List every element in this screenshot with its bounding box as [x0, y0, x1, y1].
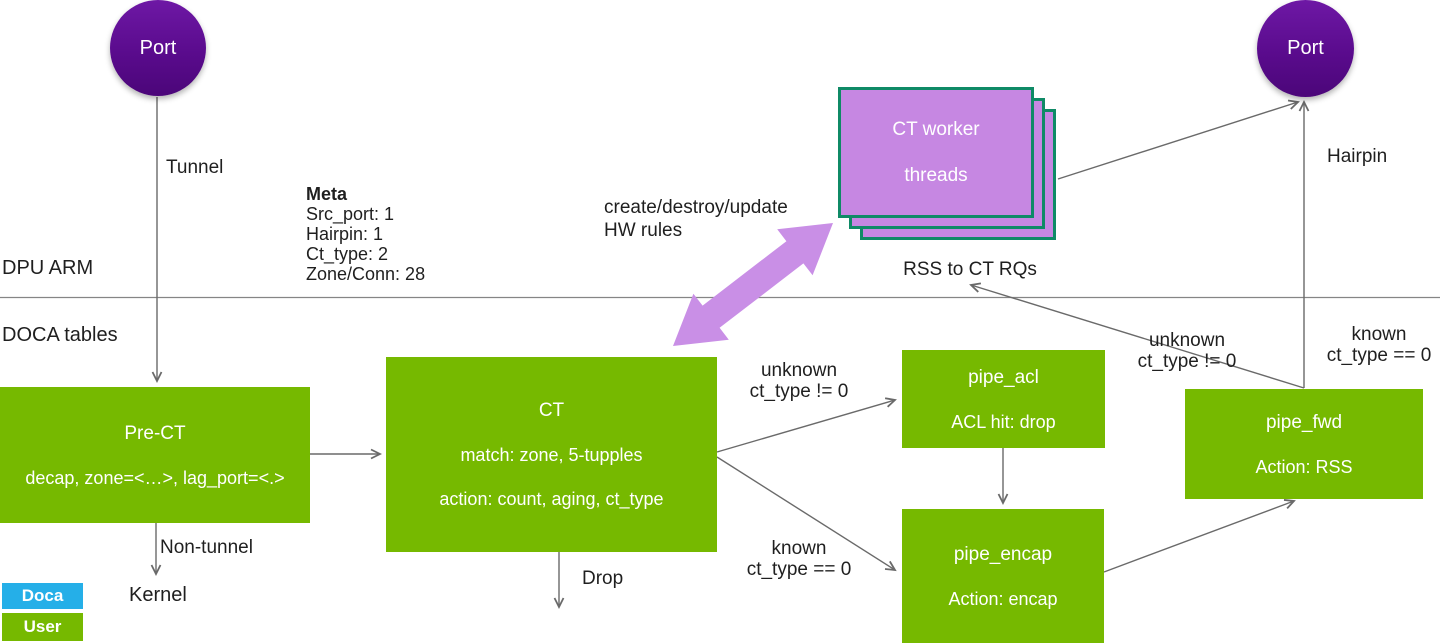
unknown-fwd-rss-line1: unknown [1148, 330, 1226, 351]
ct-worker-threads-node: CT worker threads [838, 87, 1034, 218]
dpu-arm-zone-label: DPU ARM [2, 257, 94, 279]
meta-row-src-port: Src_port: 1 [306, 204, 395, 224]
port-right-label: Port [1287, 37, 1324, 59]
pre-ct-subtitle: decap, zone=<…>, lag_port=<.> [25, 467, 285, 488]
ct-workers-line1: CT worker [892, 119, 980, 140]
edge-pipe-fwd-to-rss [969, 282, 1305, 389]
rss-to-ct-rqs-label: RSS to CT RQs [903, 259, 1037, 280]
pipe-encap-title: pipe_encap [953, 543, 1053, 565]
port-node-left: Port [110, 0, 206, 96]
ct-workers-line2: threads [904, 165, 968, 186]
meta-row-hairpin: Hairpin: 1 [306, 224, 384, 244]
ct-match-line: match: zone, 5-tupples [460, 445, 643, 465]
legend-user: User [2, 613, 83, 641]
pipe-fwd-node: pipe_fwd Action: RSS [1185, 389, 1423, 499]
kernel-label: Kernel [129, 584, 187, 606]
unknown-ct-acl-line2: ct_type != 0 [749, 381, 849, 402]
legend-doca: Doca [2, 583, 83, 609]
known-cttype-label-ct-to-encap: known ct_type == 0 [731, 538, 867, 580]
pipe-fwd-title: pipe_fwd [1265, 411, 1343, 433]
hw-rules-line1: create/destroy/update [604, 197, 788, 218]
known-ct-encap-line2: ct_type == 0 [746, 559, 852, 580]
meta-row-zone-conn: Zone/Conn: 28 [306, 264, 426, 284]
port-left-label: Port [139, 36, 177, 59]
pipe-acl-subtitle: ACL hit: drop [951, 411, 1056, 432]
drop-edge-label: Drop [582, 568, 624, 589]
ct-action-line: action: count, aging, ct_type [439, 489, 664, 509]
edge-ct-to-pipe-encap [716, 456, 897, 572]
pipe-encap-node: pipe_encap Action: encap [902, 509, 1104, 643]
hw-rules-line2: HW rules [604, 220, 683, 241]
meta-annotation: Meta Src_port: 1 Hairpin: 1 Ct_type: 2 Z… [306, 184, 425, 284]
edge-pipe-encap-to-pipe-fwd [1103, 499, 1296, 573]
pipe-acl-node: pipe_acl ACL hit: drop [902, 350, 1105, 448]
doca-tables-zone-label: DOCA tables [2, 324, 118, 346]
unknown-cttype-label-ct-to-acl: unknown ct_type != 0 [731, 360, 867, 402]
ct-node: CT match: zone, 5-tupples action: count,… [386, 357, 717, 552]
tunnel-edge-label: Tunnel [166, 157, 224, 178]
hairpin-edge-label: Hairpin [1327, 146, 1388, 167]
pipe-acl-title: pipe_acl [968, 366, 1039, 388]
unknown-ct-acl-line1: unknown [760, 360, 838, 381]
meta-title: Meta [306, 184, 348, 204]
pipe-encap-subtitle: Action: encap [948, 588, 1058, 609]
unknown-cttype-label-fwd-to-rss: unknown ct_type != 0 [1124, 330, 1250, 372]
non-tunnel-edge-label: Non-tunnel [160, 537, 253, 558]
known-ct-encap-line1: known [771, 538, 827, 559]
port-node-right: Port [1257, 0, 1354, 97]
pre-ct-node: Pre-CT decap, zone=<…>, lag_port=<.> [0, 387, 310, 523]
legend-doca-label: Doca [21, 586, 64, 605]
meta-row-ct-type: Ct_type: 2 [306, 244, 389, 264]
hw-rules-annotation: create/destroy/update HW rules [604, 196, 788, 242]
known-fwd-hairpin-line2: ct_type == 0 [1326, 345, 1432, 366]
hw-rules-double-arrow [673, 223, 833, 346]
ct-title: CT [538, 400, 565, 421]
legend-user-label: User [23, 617, 62, 636]
edge-workers-to-port [1057, 99, 1300, 180]
edge-ct-to-pipe-acl [716, 397, 897, 453]
known-fwd-hairpin-line1: known [1351, 324, 1407, 345]
pipe-fwd-subtitle: Action: RSS [1255, 456, 1353, 477]
known-cttype-label-fwd-hairpin: known ct_type == 0 [1316, 324, 1440, 366]
unknown-fwd-rss-line2: ct_type != 0 [1137, 351, 1237, 372]
pre-ct-title: Pre-CT [124, 422, 186, 444]
